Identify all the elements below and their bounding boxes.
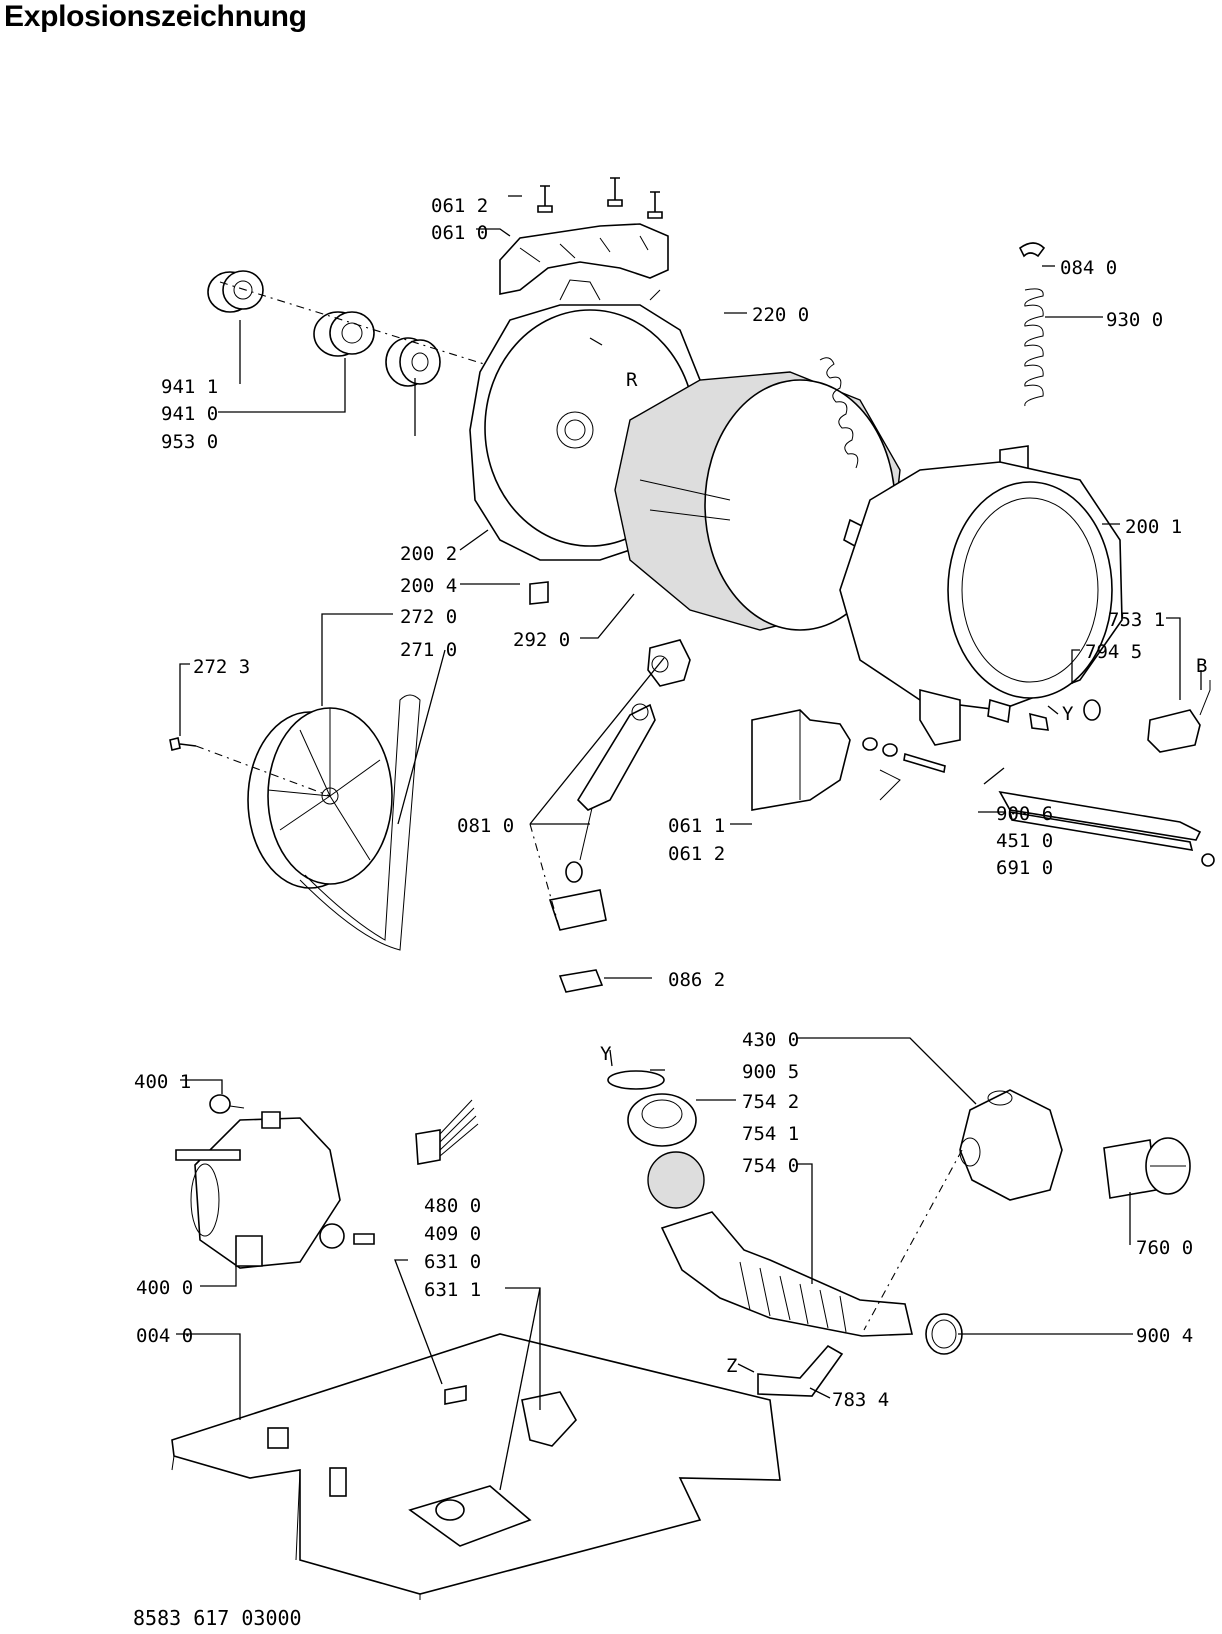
part-label-Y-bottom: Y	[600, 1043, 612, 1065]
brush-409-0	[353, 1233, 375, 1245]
part-label-631-1: 631 1	[424, 1279, 481, 1301]
counterweight-top	[499, 223, 669, 295]
part-label-900-6: 900 6	[996, 803, 1053, 825]
part-label-220-0: 220 0	[752, 304, 809, 326]
part-label-930-0: 930 0	[1106, 309, 1163, 331]
drain-hose-754-0	[660, 1211, 913, 1337]
part-label-409-0: 409 0	[424, 1223, 481, 1245]
base-004-0	[171, 1333, 781, 1600]
gasket-900-6	[1029, 712, 1049, 731]
bearing-941-1	[207, 270, 264, 313]
part-label-B: B	[1196, 655, 1207, 677]
part-label-400-0: 400 0	[136, 1277, 193, 1299]
motor-part-400-1	[209, 1094, 245, 1114]
drain-pump-430-0	[959, 1089, 1063, 1201]
part-label-753-1: 753 1	[1108, 609, 1165, 631]
part-label-061-1: 061 1	[668, 815, 725, 837]
part-label-953-0: 953 0	[161, 431, 218, 453]
part-label-783-4: 783 4	[832, 1389, 889, 1411]
part-label-631-0: 631 0	[424, 1251, 481, 1273]
front-tub-200-1	[839, 461, 1123, 746]
pulley-272-0	[247, 707, 393, 889]
top-fasteners	[537, 177, 663, 219]
sump-754-2	[627, 1093, 697, 1147]
part-label-900-4: 900 4	[1136, 1325, 1193, 1347]
part-labels: 061 2 061 0 084 0 220 0 930 0 R 941 1 94…	[134, 195, 1207, 1411]
part-label-R: R	[626, 369, 638, 391]
part-label-400-1: 400 1	[134, 1071, 191, 1093]
gasket-900-5	[607, 1070, 665, 1090]
belt-271-0	[299, 694, 421, 951]
part-label-941-0: 941 0	[161, 403, 218, 425]
part-label-760-0: 760 0	[1136, 1237, 1193, 1259]
counterweight-front-061-1	[751, 709, 851, 811]
document-number: 8583 617 03000	[133, 1606, 302, 1630]
seal-953-0	[385, 337, 441, 387]
seal-794-5	[1083, 699, 1101, 721]
bracket-086-2	[558, 969, 604, 993]
part-label-691-0: 691 0	[996, 857, 1053, 879]
part-label-200-1: 200 1	[1125, 516, 1182, 538]
part-label-Z: Z	[726, 1355, 737, 1377]
part-label-061-2-top: 061 2	[431, 195, 488, 217]
spring-930-0	[999, 242, 1046, 475]
part-label-272-0: 272 0	[400, 606, 457, 628]
part-label-754-2: 754 2	[742, 1091, 799, 1113]
part-label-271-0: 271 0	[400, 639, 457, 661]
washers-bolt	[862, 737, 946, 801]
part-label-084-0: 084 0	[1060, 257, 1117, 279]
nut-691-0	[1201, 853, 1215, 867]
motor-400-0	[175, 1111, 345, 1269]
part-label-086-2: 086 2	[668, 969, 725, 991]
screw-272-3	[169, 737, 197, 751]
part-label-451-0: 451 0	[996, 830, 1053, 852]
bearing-941-0	[313, 311, 375, 357]
part-label-272-3: 272 3	[193, 656, 250, 678]
part-label-754-0: 754 0	[742, 1155, 799, 1177]
part-label-004-0: 004 0	[136, 1325, 193, 1347]
part-label-200-2: 200 2	[400, 543, 457, 565]
wiring-connector-480-0	[415, 1099, 479, 1165]
part-label-292-0: 292 0	[513, 629, 570, 651]
filter-760-0	[1103, 1137, 1191, 1199]
part-label-754-1: 754 1	[742, 1123, 799, 1145]
leader-lines	[176, 195, 1202, 1491]
heater-451-0	[998, 790, 1202, 851]
part-label-430-0: 430 0	[742, 1029, 799, 1051]
part-label-941-1: 941 1	[161, 376, 218, 398]
ball-754-1	[647, 1151, 705, 1209]
part-label-200-4: 200 4	[400, 575, 457, 597]
part-label-061-2-mid: 061 2	[668, 843, 725, 865]
hose-783-4	[757, 1344, 844, 1397]
ntc-sensor-753-1	[1147, 680, 1211, 753]
shock-absorber-081-0	[548, 639, 691, 931]
part-label-480-0: 480 0	[424, 1195, 481, 1217]
part-label-794-5: 794 5	[1085, 641, 1142, 663]
part-label-Y-top: Y	[1062, 703, 1074, 725]
part-label-900-5: 900 5	[742, 1061, 799, 1083]
part-label-081-0: 081 0	[457, 815, 514, 837]
page-title: Explosionszeichnung	[4, 0, 307, 33]
clip-200-4	[529, 581, 549, 605]
part-label-061-0: 061 0	[431, 222, 488, 244]
clamp-900-4	[925, 1313, 963, 1355]
